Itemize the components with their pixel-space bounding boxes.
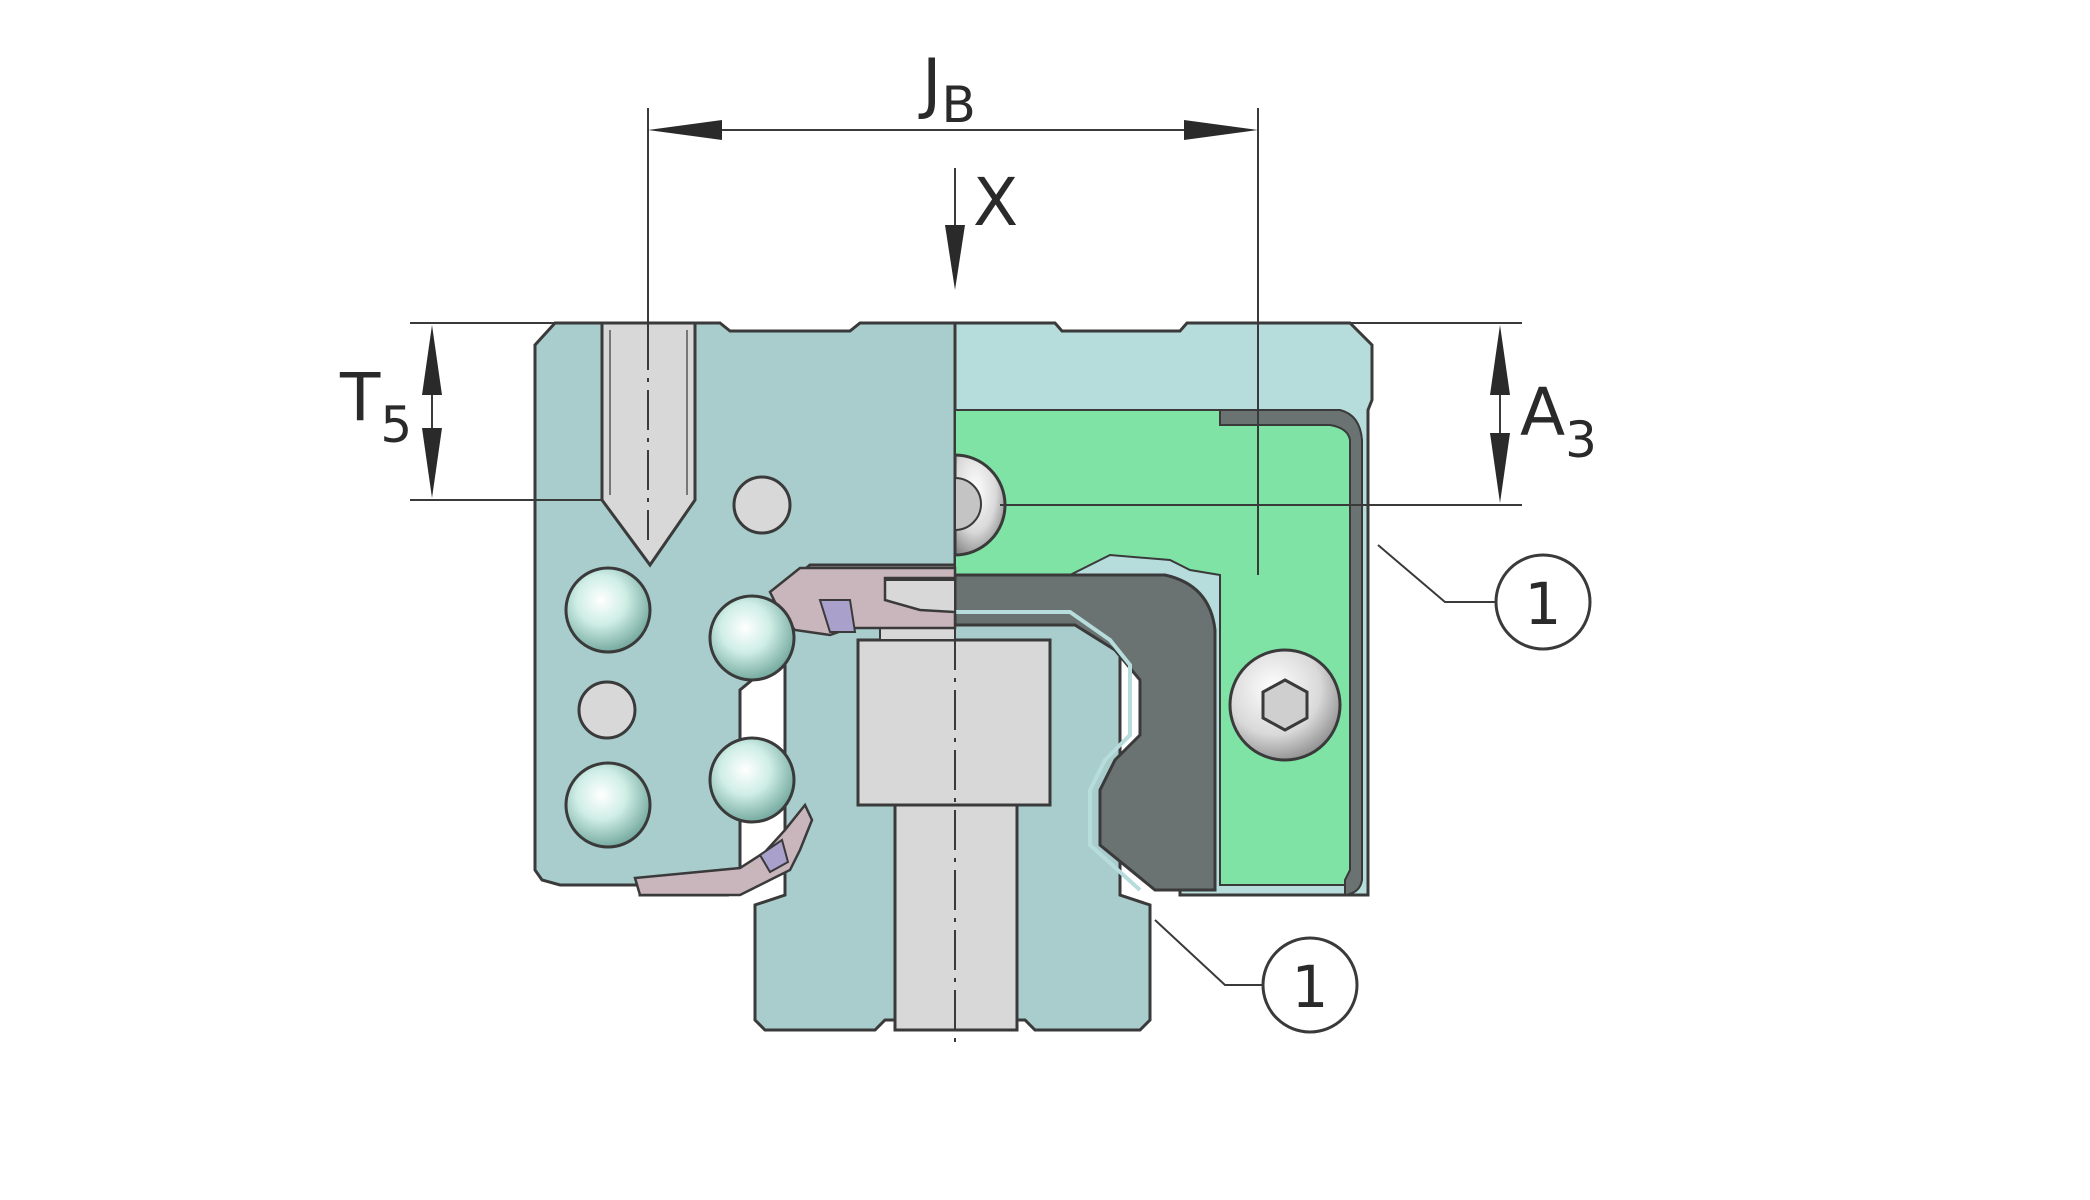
label-jb: JB	[918, 45, 976, 134]
dimension-jb	[647, 108, 1259, 570]
dimension-t5	[410, 322, 602, 501]
seal-dark-lip-outer	[1219, 409, 1363, 897]
ball	[708, 594, 796, 682]
seal-light-gap	[955, 610, 1142, 892]
callout-lower-number: 1	[1292, 953, 1329, 1021]
dimension-a3	[1000, 322, 1522, 506]
callout-lower: 1	[1154, 919, 1359, 1034]
seal-dark-profile	[953, 573, 1217, 892]
seal-insert-lower	[758, 838, 790, 874]
callout-upper-number: 1	[1525, 570, 1562, 638]
ball	[564, 761, 652, 849]
small-hole	[577, 680, 637, 740]
threaded-hole	[600, 321, 697, 568]
hex-socket-icon	[1261, 678, 1309, 732]
seal-insert-upper	[818, 599, 857, 633]
retaining-strip-upper	[768, 566, 957, 637]
dimension-x-arrow	[945, 168, 965, 290]
label-a3: A3	[1520, 374, 1597, 469]
retaining-strip-lower	[633, 802, 814, 897]
label-x: X	[973, 164, 1018, 241]
small-hole	[732, 475, 792, 535]
callout-upper: 1	[1377, 544, 1592, 651]
ball	[708, 736, 796, 824]
label-t5: T5	[339, 359, 412, 454]
lube-nipple-inner	[954, 476, 982, 532]
ball	[564, 566, 652, 654]
